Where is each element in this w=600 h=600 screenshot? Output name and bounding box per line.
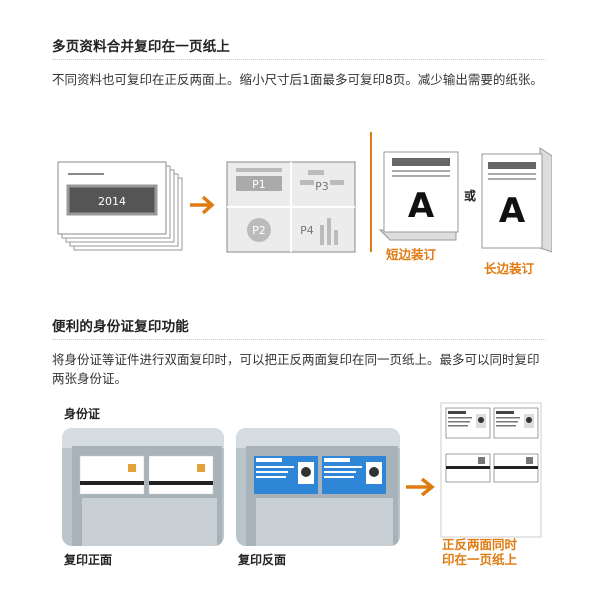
booklet-letter-long: A [499, 191, 526, 231]
result-label-line-2: 印在一页纸上 [442, 552, 518, 567]
page-p3-label: P3 [315, 180, 329, 193]
or-text: 或 [464, 188, 476, 203]
section1-body: 不同资料也可复印在正反两面上。缩小尺寸后1面最多可复印8页。减少输出需要的纸张。 [52, 72, 543, 87]
booklet-letter-short: A [408, 186, 435, 226]
section2-body: 将身份证等证件进行双面复印时，可以把正反两面复印在同一页纸上。最多可以同时复印两… [52, 352, 540, 386]
stacked-pages: 2014 [57, 161, 183, 251]
section1-divider [52, 59, 546, 60]
long-edge-label: 长边装订 [484, 261, 535, 276]
result-label-line-1: 正反两面同时 [442, 537, 518, 552]
nup-diagram: 2014 P1 P3 P2 P4 A 或 A [57, 132, 552, 253]
result-page [440, 402, 542, 538]
page-p4-label: P4 [300, 224, 314, 237]
four-up-page: P1 P3 P2 P4 [226, 161, 356, 253]
result-label: 正反两面同时 印在一页纸上 [442, 537, 517, 567]
stack-year-label: 2014 [98, 195, 126, 208]
section2-divider [52, 339, 546, 340]
scanner-front-photo [62, 428, 224, 546]
page-p2-label: P2 [252, 224, 266, 237]
arrow-right-icon [190, 195, 215, 215]
id-card-label: 身份证 [64, 407, 101, 421]
short-edge-booklet: A [378, 151, 459, 241]
page-p1-label: P1 [252, 178, 266, 191]
section1-title: 多页资料合并复印在一页纸上 [52, 39, 231, 55]
short-edge-label: 短边装订 [386, 247, 437, 262]
scanner-back-photo [236, 428, 400, 546]
long-edge-booklet: A [481, 147, 552, 253]
section2-title: 便利的身份证复印功能 [52, 319, 189, 335]
copy-back-label: 复印反面 [238, 553, 287, 567]
copy-front-label: 复印正面 [64, 553, 113, 567]
arrow-right-icon [406, 477, 435, 497]
